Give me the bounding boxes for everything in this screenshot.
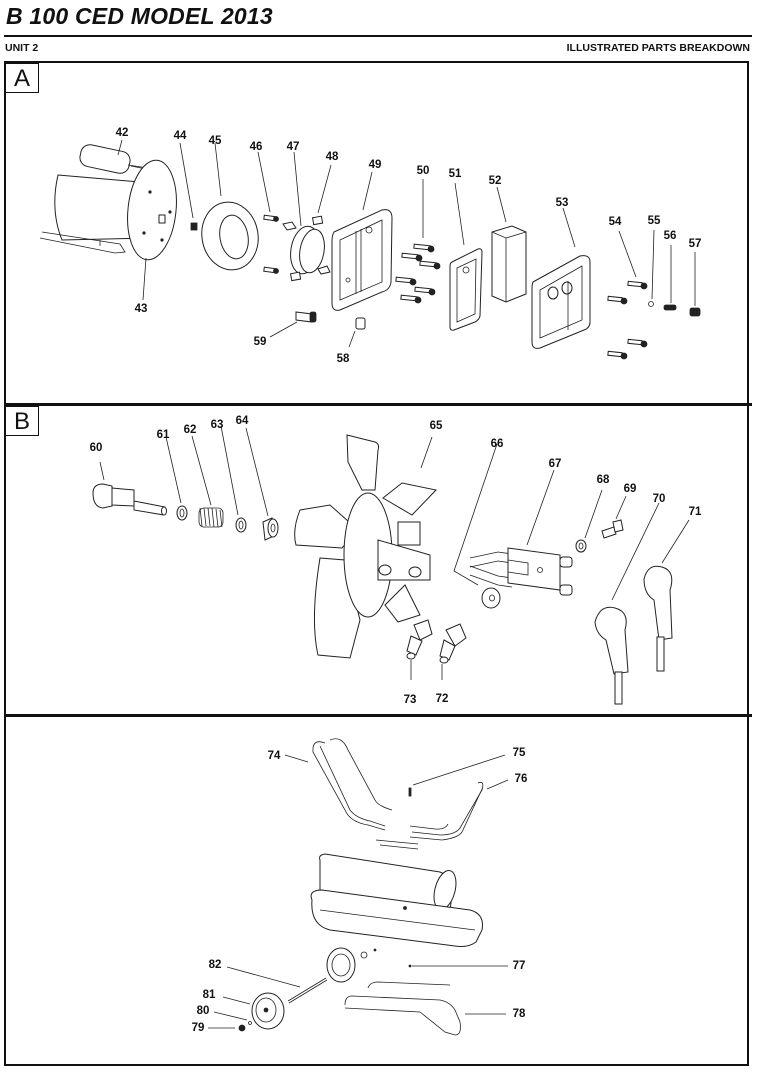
- heater-body: [310, 853, 483, 947]
- section-divider-b-c: [4, 714, 752, 717]
- part-52-filter: [491, 186, 527, 303]
- callout-46: 46: [249, 141, 263, 153]
- callout-60: 60: [89, 442, 103, 454]
- callout-65: 65: [429, 420, 443, 432]
- part-45-ring: [201, 142, 259, 271]
- callout-53: 53: [555, 197, 569, 209]
- part-76-handle: [375, 779, 509, 850]
- callout-59: 59: [253, 336, 267, 348]
- callout-75: 75: [512, 747, 526, 759]
- callout-80: 80: [196, 1005, 210, 1017]
- part-59-nozzle: [269, 311, 317, 338]
- callout-81: 81: [202, 989, 216, 1001]
- part-47-rotor: [290, 151, 325, 275]
- callout-66: 66: [490, 438, 504, 450]
- part-48-vanes: [282, 164, 332, 282]
- part-73-nipple: [406, 619, 433, 680]
- callout-64: 64: [235, 415, 249, 427]
- callout-50: 50: [416, 165, 430, 177]
- callout-44: 44: [173, 130, 187, 142]
- part-55-oring: [648, 229, 655, 307]
- part-80-washer: [213, 1011, 252, 1025]
- callout-71: 71: [688, 506, 702, 518]
- callout-74: 74: [267, 750, 281, 762]
- part-66-washer: [453, 443, 501, 609]
- callout-79: 79: [191, 1022, 205, 1034]
- section-label-a: A: [5, 63, 39, 93]
- part-53-cover: [531, 207, 591, 349]
- callout-43: 43: [134, 303, 148, 315]
- callout-48: 48: [325, 151, 339, 163]
- part-72-nipple: [439, 623, 467, 680]
- section-label-b: B: [5, 406, 39, 436]
- callout-63: 63: [210, 419, 224, 431]
- callout-42: 42: [115, 127, 129, 139]
- callout-68: 68: [596, 474, 610, 486]
- part-70-lead: [594, 502, 660, 705]
- part-77-pin: [408, 964, 508, 968]
- part-78-rail: [344, 981, 506, 1036]
- part-58-seal: [348, 317, 366, 348]
- part-50-screws: [395, 179, 441, 304]
- callout-62: 62: [183, 424, 197, 436]
- callout-57: 57: [688, 238, 702, 250]
- part-61-washer: [165, 436, 188, 521]
- callout-47: 47: [286, 141, 300, 153]
- callout-78: 78: [512, 1008, 526, 1020]
- callout-45: 45: [208, 135, 222, 147]
- part-60-pump-shaft: [92, 461, 167, 516]
- part-69-screw: [601, 495, 627, 539]
- callout-82: 82: [208, 959, 222, 971]
- part-81-wheel: [222, 992, 285, 1030]
- part-67-electrode: [469, 469, 573, 596]
- callout-55: 55: [647, 215, 661, 227]
- part-43-motor: [39, 159, 177, 261]
- callout-69: 69: [623, 483, 637, 495]
- callout-73: 73: [403, 694, 417, 706]
- unit-label: UNIT 2: [5, 42, 39, 54]
- part-44-fitting: [179, 142, 198, 231]
- part-82-axle: [226, 947, 377, 1004]
- diagram-frame: [4, 61, 749, 1066]
- part-74-handle: [284, 738, 393, 831]
- callout-70: 70: [652, 493, 666, 505]
- part-51-gasket: [449, 182, 483, 331]
- part-46-screws: [257, 151, 279, 274]
- callout-77: 77: [512, 960, 526, 972]
- document-title: B 100 CED MODEL 2013: [6, 3, 273, 29]
- callout-52: 52: [488, 175, 502, 187]
- part-63-washer: [220, 425, 247, 533]
- callout-51: 51: [448, 168, 462, 180]
- callout-76: 76: [514, 773, 528, 785]
- part-64-bushing: [245, 427, 279, 541]
- callout-49: 49: [368, 159, 382, 171]
- part-79-nut: [208, 1024, 246, 1032]
- callout-54: 54: [608, 216, 622, 228]
- section-divider-a-b: [4, 403, 752, 406]
- callout-61: 61: [156, 429, 170, 441]
- callout-56: 56: [663, 230, 677, 242]
- part-65-fan: [294, 434, 437, 659]
- callout-58: 58: [336, 353, 350, 365]
- section-heading: ILLUSTRATED PARTS BREAKDOWN: [566, 42, 750, 54]
- part-62-spring: [191, 435, 224, 528]
- part-54-screws: [607, 230, 648, 360]
- callout-67: 67: [548, 458, 562, 470]
- part-71-lead: [643, 519, 690, 672]
- header-rule: [4, 35, 752, 37]
- part-75-pin: [408, 754, 506, 797]
- part-49-pump-body: [331, 171, 393, 311]
- callout-72: 72: [435, 693, 449, 705]
- part-56-screw: [663, 245, 677, 311]
- part-68-washer: [575, 489, 603, 553]
- part-57-plug: [689, 252, 701, 317]
